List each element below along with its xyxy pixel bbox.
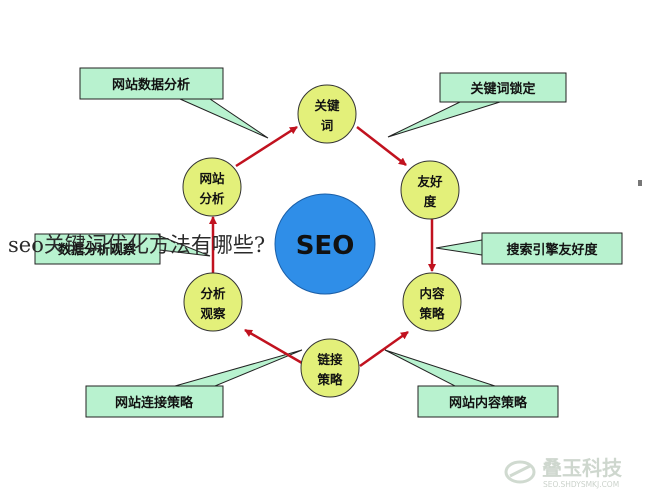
overlay-title: seo关键词优化方法有哪些? xyxy=(8,233,265,257)
callout-label: 关键词锁定 xyxy=(470,81,535,97)
callout-label: 搜索引擎友好度 xyxy=(506,242,598,258)
callout-data-analysis-observation: 数据分析观察 xyxy=(34,233,211,265)
node-label-line: 友好 xyxy=(416,174,443,189)
node-label-line: 策略 xyxy=(317,372,343,387)
watermark-logo-icon xyxy=(504,460,536,484)
watermark-url: SEO.SHDYSMKJ.COM xyxy=(543,480,619,489)
node-label-line: 内容 xyxy=(419,286,445,301)
watermark: 叠玉科技 SEO.SHDYSMKJ.COM xyxy=(504,456,623,489)
node-label-line: 观察 xyxy=(200,306,226,321)
center-label: SEO xyxy=(296,231,355,261)
edge-marker xyxy=(638,180,642,186)
node-content-strategy: 内容 策略 xyxy=(402,272,462,332)
node-label-line: 度 xyxy=(424,194,437,209)
arrow xyxy=(359,330,409,368)
node-site-analysis: 网站 分析 xyxy=(182,157,242,217)
node-label-line: 链接 xyxy=(317,352,343,367)
node-label-line: 关键 xyxy=(314,98,340,113)
callout-site-link-strategy: 网站连接策略 xyxy=(85,349,303,418)
callout-keyword-locking: 关键词锁定 xyxy=(387,72,567,138)
callout-label: 网站数据分析 xyxy=(112,77,190,93)
callout-search-engine-friendliness: 搜索引擎友好度 xyxy=(435,232,623,265)
cycle-arrows xyxy=(209,125,436,368)
callout-site-data-analysis: 网站数据分析 xyxy=(79,67,269,139)
node-label-line: 分析 xyxy=(200,286,226,301)
node-label-line: 策略 xyxy=(419,306,445,321)
callout-site-content-strategy: 网站内容策略 xyxy=(384,349,559,418)
center-seo-node: SEO xyxy=(274,193,376,295)
arrow xyxy=(356,126,407,166)
node-label-line: 词 xyxy=(321,118,334,133)
node-label-line: 网站 xyxy=(199,171,225,186)
node-label-line: 分析 xyxy=(199,191,225,206)
watermark-name: 叠玉科技 xyxy=(542,456,623,480)
callout-label: 网站内容策略 xyxy=(449,395,528,411)
node-analysis-observation: 分析 观察 xyxy=(183,272,243,332)
arrow xyxy=(244,328,303,365)
node-keywords: 关键 词 xyxy=(297,84,357,144)
node-link-strategy: 链接 策略 xyxy=(300,338,360,398)
arrow xyxy=(235,125,298,168)
callout-label: 网站连接策略 xyxy=(115,395,194,411)
callout-label: 数据分析观察 xyxy=(58,242,137,258)
node-friendliness: 友好 度 xyxy=(400,160,460,220)
